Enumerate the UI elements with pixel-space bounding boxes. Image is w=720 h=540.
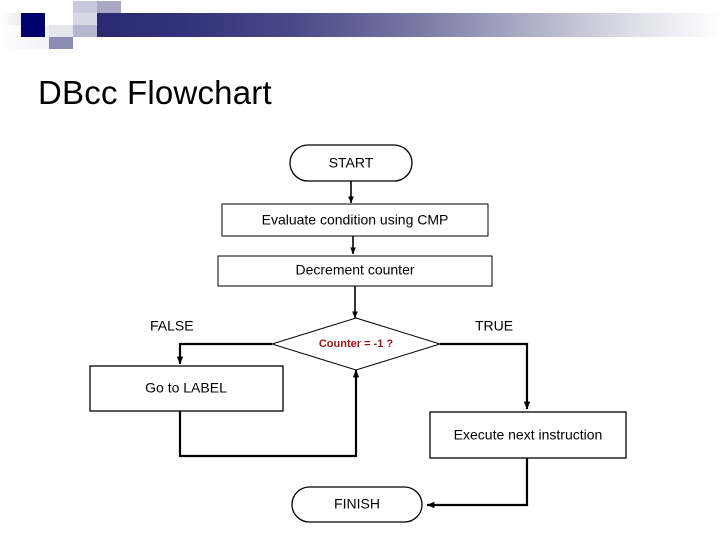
node-goto-label: Go to LABEL (145, 380, 227, 396)
branch-label-true: TRUE (475, 318, 513, 334)
node-start-label: START (329, 155, 374, 171)
node-finish-label: FINISH (334, 496, 380, 512)
page-title: DBcc Flowchart (38, 74, 272, 111)
connector-decision-true-to-execute (440, 342, 531, 410)
node-goto[interactable] (89, 365, 284, 412)
node-execute-label: Execute next instruction (454, 427, 603, 443)
node-evaluate-label: Evaluate condition using CMP (262, 212, 449, 228)
node-decrement-label: Decrement counter (295, 262, 414, 278)
node-finish[interactable] (291, 486, 423, 523)
branch-label-false: FALSE (150, 318, 194, 334)
connector-decision-false-to-goto (176, 342, 272, 365)
node-execute[interactable] (429, 411, 627, 459)
connector-goto-loopback-to-decision (178, 369, 360, 458)
node-start[interactable] (289, 144, 413, 182)
node-evaluate[interactable] (221, 203, 489, 237)
node-decision-label: Counter = -1 ? (319, 338, 394, 350)
node-decrement[interactable] (217, 255, 493, 287)
connector-execute-to-finish (426, 458, 529, 509)
node-decision[interactable] (270, 317, 442, 371)
